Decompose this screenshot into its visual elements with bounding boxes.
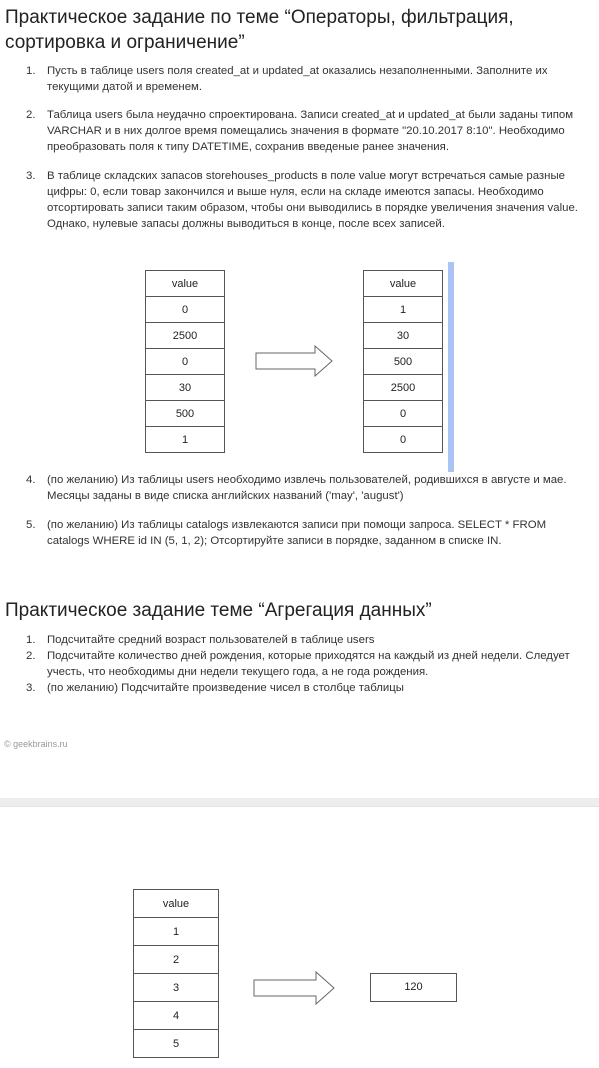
section1-title: Практическое задание по теме “Операторы,…: [5, 7, 514, 53]
table-values: value 1 2 3 4 5: [133, 889, 219, 1058]
page-divider: [0, 798, 599, 807]
table-cell: 30: [363, 322, 443, 349]
table-cell: 1: [145, 426, 225, 453]
table-cell: 500: [145, 400, 225, 427]
table-cell: 2: [133, 945, 219, 974]
table-cell: 1: [363, 296, 443, 323]
table-cell: 5: [133, 1029, 219, 1058]
table-cell: 2500: [363, 374, 443, 401]
arrow-right-icon: [255, 345, 333, 377]
table-cell: 2500: [145, 322, 225, 349]
selection-bar: [448, 262, 454, 472]
section2-title: Практическое задание теме “Агрегация дан…: [5, 600, 432, 621]
table-cell: 500: [363, 348, 443, 375]
arrow-right-icon: [253, 971, 335, 1005]
document-page-1: Практическое задание по теме “Операторы,…: [4, 7, 578, 749]
table-cell: 0: [363, 400, 443, 427]
document-page-2: value 1 2 3 4 5 120: [0, 807, 599, 1068]
table-header: value: [145, 270, 225, 297]
table-cell: 3: [133, 973, 219, 1002]
table-cell: 1: [133, 917, 219, 946]
table-cell: 30: [145, 374, 225, 401]
table-cell: 4: [133, 1001, 219, 1030]
table-header: value: [363, 270, 443, 297]
table-cell: 0: [145, 348, 225, 375]
table-cell: 0: [363, 426, 443, 453]
table-before-sort: value 0 2500 0 30 500 1: [145, 270, 225, 453]
table-after-sort: value 1 30 500 2500 0 0: [363, 270, 443, 453]
result-box: 120: [370, 973, 457, 1002]
footer-copyright: © geekbrains.ru: [4, 739, 68, 749]
table-cell: 0: [145, 296, 225, 323]
table-header: value: [133, 889, 219, 918]
